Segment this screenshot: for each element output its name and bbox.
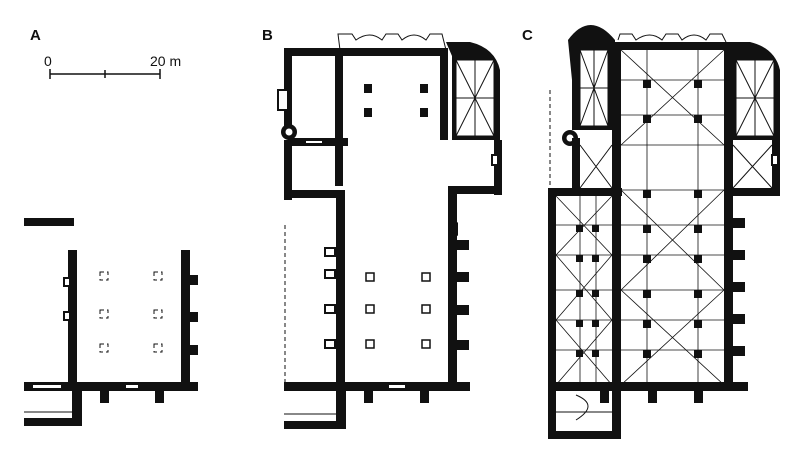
scale-end-label: 20 m [150, 53, 181, 69]
scale-bar: 0 20 m [44, 53, 181, 79]
plan-b [277, 33, 502, 429]
panel-label-a: A [30, 27, 41, 44]
panel-label-b: B [262, 27, 273, 44]
panel-label-c: C [522, 27, 533, 44]
plan-a [24, 218, 198, 426]
scale-start-label: 0 [44, 53, 52, 69]
plan-c [548, 25, 780, 439]
